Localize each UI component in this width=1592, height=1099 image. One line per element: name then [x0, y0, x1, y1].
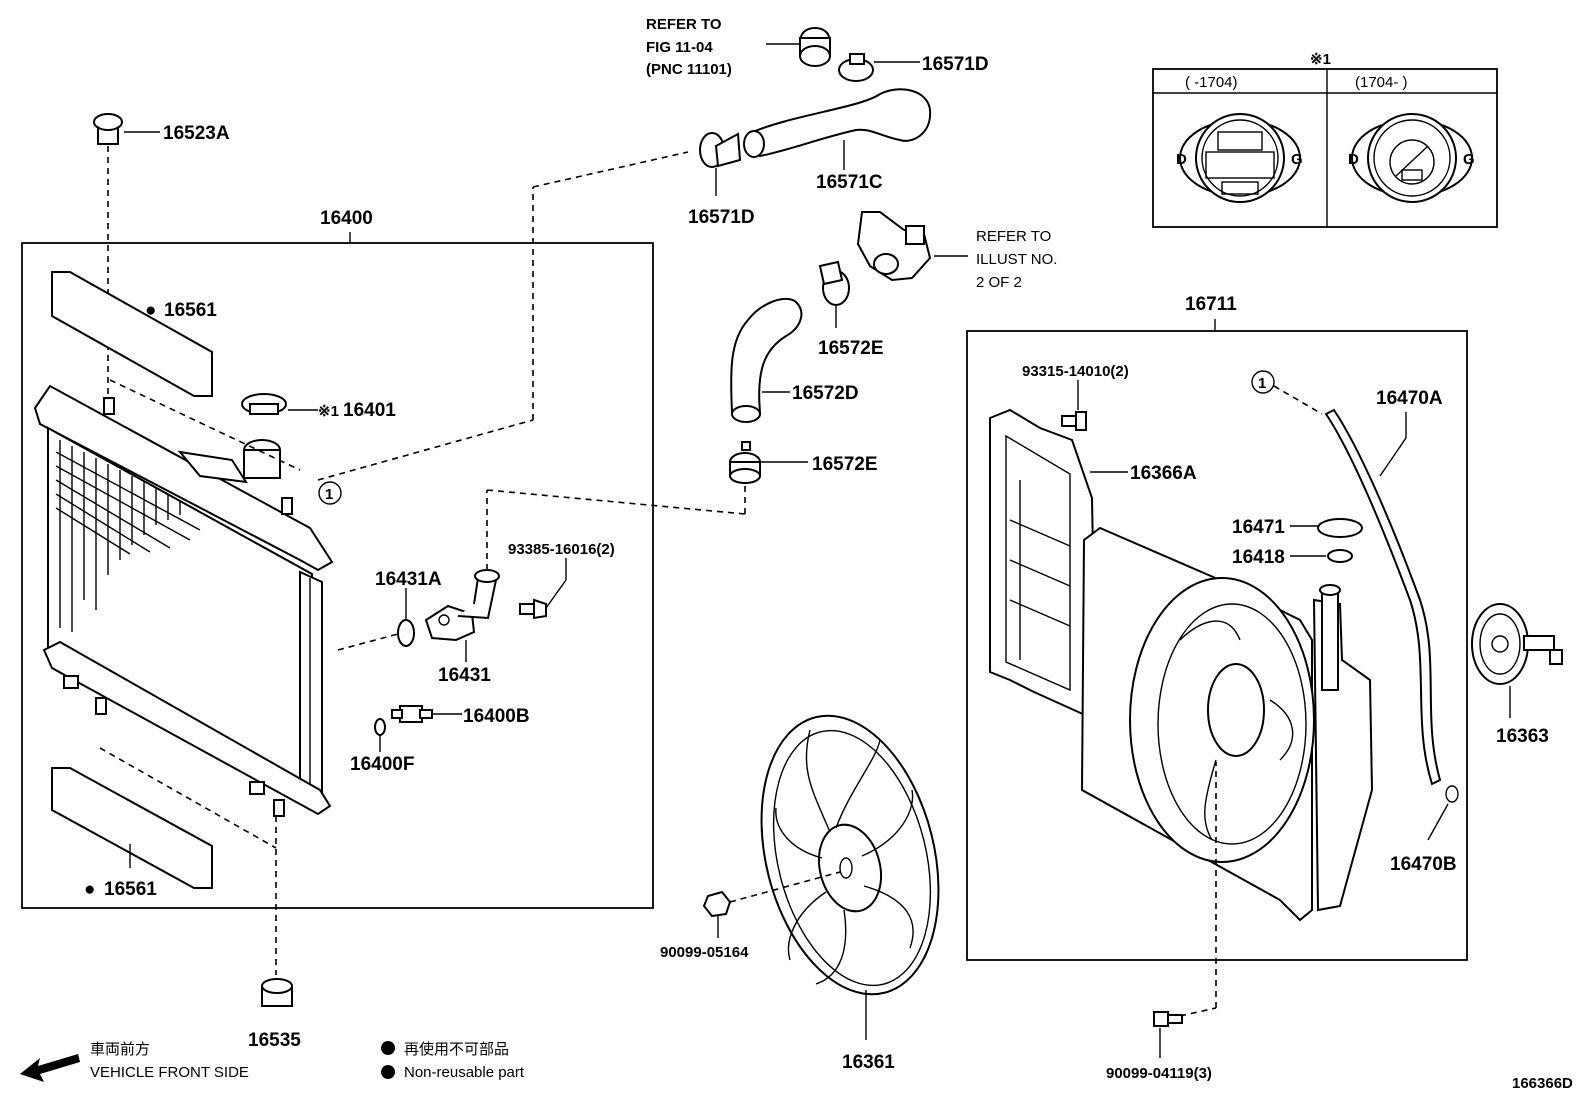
legend-nonreuse-jp: 再使用不可部品: [404, 1040, 509, 1058]
lower-cushion-16535-icon: [261, 978, 293, 1007]
refer-illust-line1: REFER TO: [976, 228, 1051, 245]
hose-clamp-16572e-top-icon: [818, 260, 850, 306]
cap-letter-g1: G: [1291, 151, 1303, 168]
callout-93385: 93385-16016(2): [508, 541, 615, 558]
overflow-hose-16470a-icon: [1324, 408, 1442, 786]
legend-front-jp: 車両前方: [90, 1040, 150, 1058]
radiator-assembly-box: [21, 242, 654, 909]
fan-shroud-assembly-label: 16711: [1185, 294, 1237, 315]
cap-table-col-late: (1704- ): [1355, 74, 1408, 91]
callout-16431: 16431: [438, 665, 491, 686]
callout-16471: 16471: [1232, 517, 1285, 538]
callout-16572e-bottom: 16572E: [812, 454, 878, 475]
fan-shroud-assembly-box: [966, 330, 1468, 961]
refer-illust-line3: 2 OF 2: [976, 274, 1022, 291]
callout-16523a: 16523A: [163, 123, 230, 144]
hose-clamp-16571d-mid-icon: [699, 132, 742, 168]
radiator-cap-variant-table: ※1 ( -1704) (1704- ) D G D G: [1152, 51, 1498, 228]
legend-front-en: VEHICLE FRONT SIDE: [90, 1064, 249, 1081]
refer-illust-line2: ILLUST NO.: [976, 251, 1057, 268]
callout-90099-05164: 90099-05164: [660, 944, 749, 961]
radiator-assembly-label: 16400: [320, 208, 373, 229]
upper-hose-16571c-icon: [746, 88, 932, 158]
cap-letter-d2: D: [1348, 151, 1359, 168]
callout-16366a: 16366A: [1130, 463, 1197, 484]
hose-clip-16470b-icon: [1445, 785, 1459, 803]
seal-16561-bottom-icon: [51, 767, 213, 889]
diagram-code: 166366D: [1512, 1075, 1573, 1092]
upper-cushion-16523a-icon: [93, 113, 123, 145]
callout-16401-note: ※1: [318, 403, 339, 420]
o-ring-16431a-icon: [397, 619, 415, 647]
callout-16418: 16418: [1232, 547, 1285, 568]
fan-shroud-16366a-icon: [989, 408, 1098, 722]
refer-fig-line1: REFER TO: [646, 16, 722, 33]
refer-fig-line2: FIG 11-04: [646, 39, 713, 56]
legend-nonreuse-en: Non-reusable part: [404, 1064, 525, 1081]
cap-letter-g2: G: [1463, 151, 1475, 168]
cap-table-col-early: ( -1704): [1185, 74, 1238, 91]
drain-cock-16400b-icon: [391, 705, 433, 723]
bolt-90099-04119-icon: [1153, 1011, 1183, 1027]
reference-circle-1-shroud: 1: [1251, 370, 1275, 394]
callout-16363: 16363: [1496, 726, 1549, 747]
gasket-16418-icon: [1327, 549, 1353, 563]
cap-letter-d1: D: [1176, 151, 1187, 168]
callout-16535: 16535: [248, 1030, 301, 1051]
legend-dot-jp: [381, 1041, 395, 1055]
callout-16561-top: 16561: [164, 300, 217, 321]
callout-16400f: 16400F: [350, 754, 414, 775]
reservoir-cap-16471-icon: [1317, 518, 1363, 538]
cooling-fan-16361-icon: [760, 714, 940, 996]
callout-16431a: 16431A: [375, 569, 442, 590]
drain-gasket-16400f-icon: [374, 718, 386, 736]
bolt-93385-icon: [519, 598, 547, 620]
lower-hose-16572d-icon: [730, 297, 803, 416]
hose-end-11101-icon: [799, 27, 831, 67]
callout-16571d-mid: 16571D: [688, 207, 755, 228]
hose-clamp-16571d-top-icon: [838, 53, 874, 82]
callout-16361: 16361: [842, 1052, 895, 1073]
callout-16470a: 16470A: [1376, 388, 1443, 409]
water-outlet-housing-icon: [856, 211, 932, 282]
callout-16572e-top: 16572E: [818, 338, 884, 359]
callout-16470b: 16470B: [1390, 854, 1457, 875]
legend-dot-en: [381, 1065, 395, 1079]
vehicle-front-arrow-icon: [20, 1054, 80, 1082]
fan-shroud-main-icon: [1080, 526, 1374, 922]
callout-93315: 93315-14010(2): [1022, 363, 1129, 380]
outlet-pipe-16431-icon: [424, 569, 500, 642]
seal-16561-top-icon: [51, 271, 213, 397]
fan-motor-16363-icon: [1471, 603, 1563, 685]
nut-90099-05164-icon: [702, 890, 732, 918]
callout-16572d: 16572D: [792, 383, 859, 404]
non-reusable-dot-bottom: ●: [84, 879, 95, 900]
svg-text:1: 1: [325, 486, 333, 503]
callout-16401: 16401: [343, 400, 396, 421]
callout-90099-04119: 90099-04119(3): [1106, 1065, 1212, 1082]
reference-circle-1-radiator: 1: [318, 481, 342, 505]
callout-16561-bottom: 16561: [104, 879, 157, 900]
callout-16400b: 16400B: [463, 706, 530, 727]
bolt-93315-icon: [1061, 411, 1087, 431]
non-reusable-dot-top: ●: [145, 300, 156, 321]
callout-16571d-top: 16571D: [922, 54, 989, 75]
svg-text:1: 1: [1258, 375, 1266, 392]
hose-clamp-16572e-bottom-icon: [729, 441, 761, 484]
callout-16571c: 16571C: [816, 172, 883, 193]
refer-fig-line3: (PNC 11101): [646, 61, 732, 78]
radiator-cap-16401-icon: [241, 393, 287, 415]
radiator-cap-late-icon: D G: [1348, 113, 1475, 203]
cap-table-note-mark: ※1: [1310, 51, 1331, 68]
radiator-cap-early-icon: D G: [1176, 113, 1303, 203]
radiator-core-drawing: [33, 384, 334, 817]
